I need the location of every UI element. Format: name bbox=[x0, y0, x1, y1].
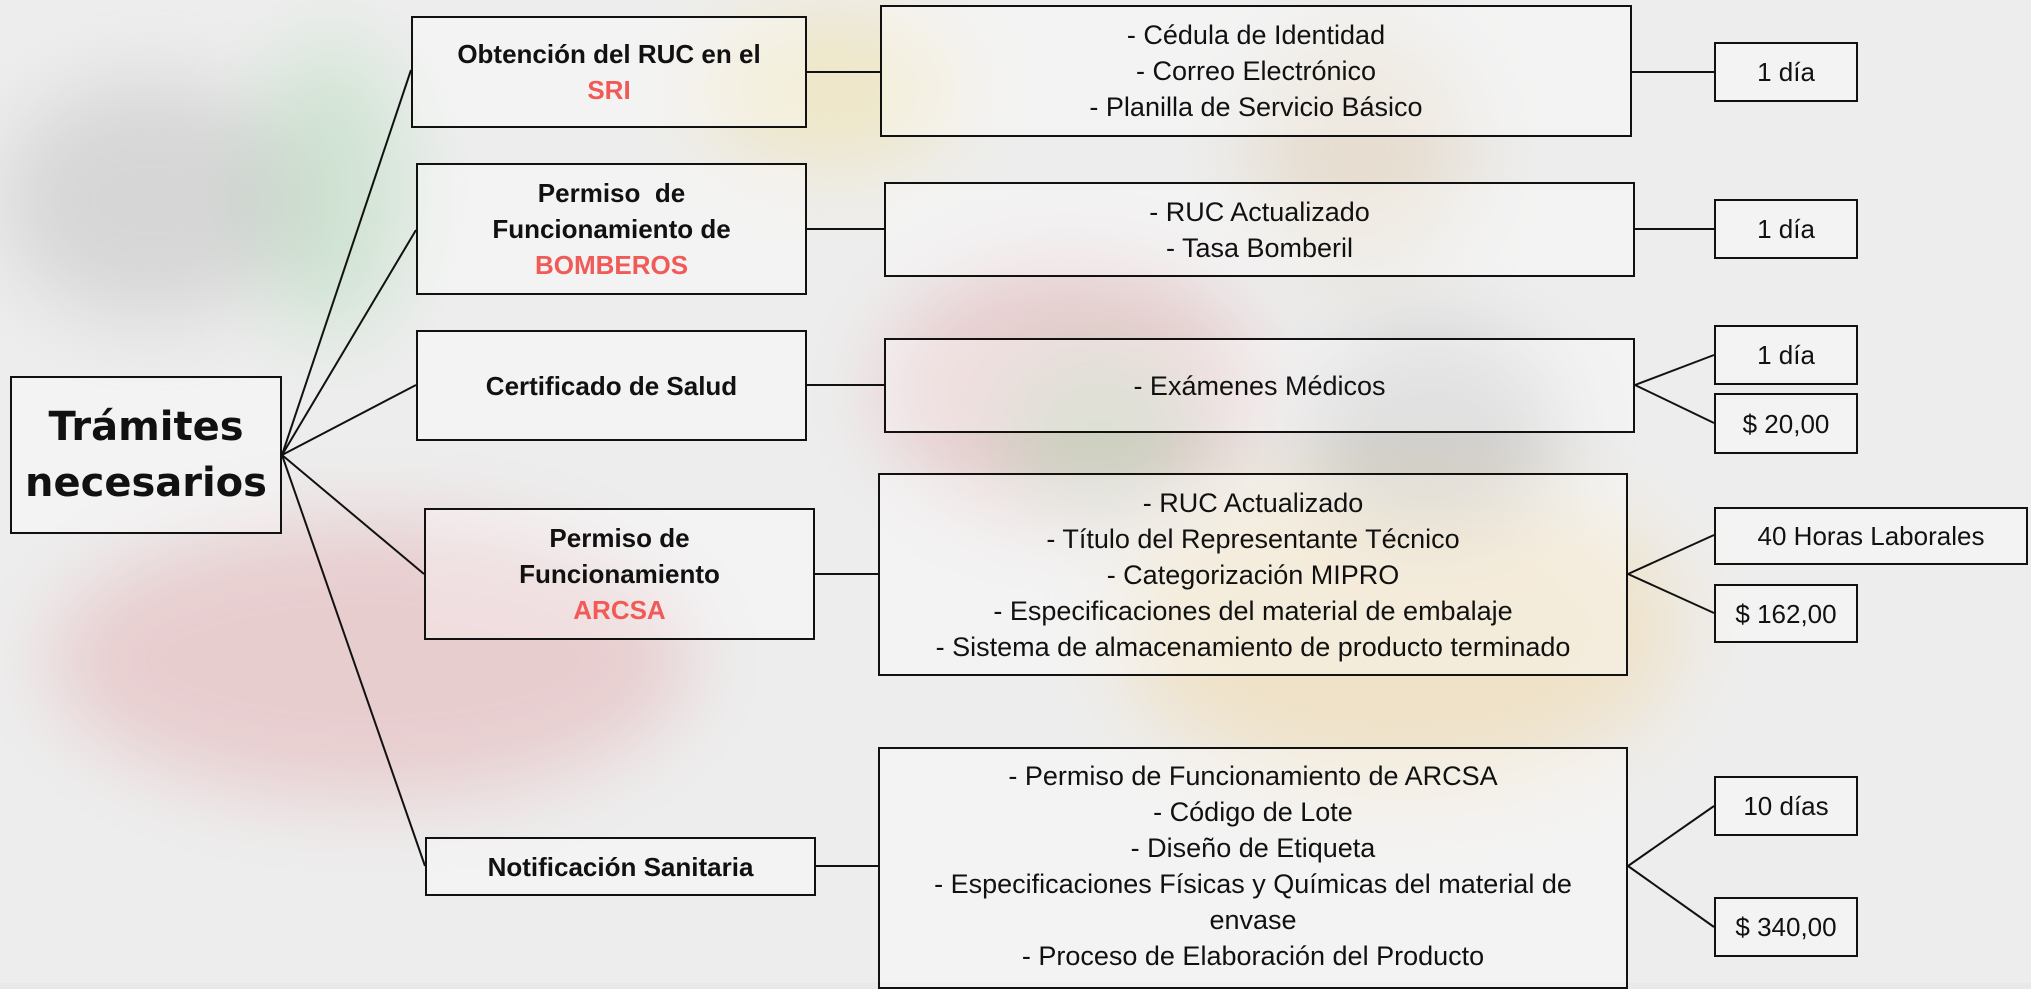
step-title-line2: Funcionamiento bbox=[519, 559, 720, 589]
result-value: 1 día bbox=[1757, 340, 1815, 370]
requirement-item: - Exámenes Médicos bbox=[1133, 370, 1386, 401]
step-agency: SRI bbox=[587, 75, 631, 105]
step-permiso-bomberos: Permiso de Funcionamiento de BOMBEROS bbox=[416, 163, 807, 295]
connector-notificacion-result-2 bbox=[1627, 865, 1715, 928]
step-title-line2: Funcionamiento de bbox=[492, 214, 731, 244]
requirement-item: - Correo Electrónico bbox=[1135, 56, 1377, 86]
result-arcsa-cost: $ 162,00 bbox=[1714, 584, 1858, 643]
step-agency: BOMBEROS bbox=[534, 250, 689, 280]
step-title: Notificación Sanitaria bbox=[487, 851, 754, 882]
requirements-ruc-sri: - Cédula de Identidad - Correo Electróni… bbox=[880, 5, 1632, 137]
requirement-item: - RUC Actualizado bbox=[1142, 487, 1364, 518]
requirement-item: envase bbox=[1209, 905, 1297, 935]
result-value: 40 Horas Laborales bbox=[1757, 521, 1985, 551]
connector-arcsa-result-1 bbox=[1627, 534, 1715, 575]
requirement-item: - Diseño de Etiqueta bbox=[1130, 833, 1376, 863]
requirement-item: - Sistema de almacenamiento de producto … bbox=[935, 631, 1571, 662]
requirements-permiso-bomberos: - RUC Actualizado - Tasa Bomberil bbox=[884, 182, 1635, 277]
requirement-item: - Título del Representante Técnico bbox=[1046, 523, 1460, 554]
connector-arcsa-result-2 bbox=[1627, 573, 1715, 614]
requirement-item: - Proceso de Elaboración del Producto bbox=[1021, 941, 1485, 971]
connector-root-sri bbox=[281, 69, 412, 456]
root-title-line2: necesarios bbox=[25, 460, 267, 506]
step-title: Obtención del RUC en el bbox=[457, 39, 761, 69]
requirement-item: - Especificaciones del material de embal… bbox=[993, 595, 1513, 626]
connector-root-arcsa bbox=[281, 454, 425, 575]
result-salud-time: 1 día bbox=[1714, 325, 1858, 385]
step-title-line1: Permiso de bbox=[549, 523, 690, 553]
requirement-item: - Tasa Bomberil bbox=[1165, 232, 1354, 263]
requirement-item: - Permiso de Funcionamiento de ARCSA bbox=[1008, 761, 1498, 791]
connector-root-notificacion bbox=[281, 454, 426, 867]
connector-salud-result-2 bbox=[1634, 384, 1715, 424]
step-agency: ARCSA bbox=[573, 595, 666, 625]
requirements-permiso-arcsa: - RUC Actualizado - Título del Represent… bbox=[878, 473, 1628, 676]
result-value: 1 día bbox=[1757, 214, 1815, 244]
result-value: 1 día bbox=[1757, 57, 1815, 87]
result-value: 10 días bbox=[1743, 791, 1829, 821]
step-ruc-sri: Obtención del RUC en el SRI bbox=[411, 16, 807, 128]
connector-root-bomberos bbox=[281, 229, 417, 456]
requirement-item: - Categorización MIPRO bbox=[1106, 559, 1400, 590]
root-title-line1: Trámites bbox=[48, 404, 244, 450]
result-bomberos-time: 1 día bbox=[1714, 199, 1858, 259]
connector-notificacion-result-1 bbox=[1627, 805, 1715, 867]
requirement-item: - Cédula de Identidad bbox=[1126, 20, 1386, 50]
requirements-notificacion-sanitaria: - Permiso de Funcionamiento de ARCSA - C… bbox=[878, 747, 1628, 989]
requirement-item: - RUC Actualizado bbox=[1149, 196, 1370, 227]
connector-salud-result-1 bbox=[1634, 354, 1715, 386]
result-arcsa-time: 40 Horas Laborales bbox=[1714, 507, 2028, 565]
result-notificacion-cost: $ 340,00 bbox=[1714, 897, 1858, 957]
result-ruc-sri-time: 1 día bbox=[1714, 42, 1858, 102]
root-node: Trámites necesarios bbox=[10, 376, 282, 534]
step-title: Certificado de Salud bbox=[485, 370, 738, 401]
requirements-certificado-salud: - Exámenes Médicos bbox=[884, 338, 1635, 433]
result-value: $ 20,00 bbox=[1742, 408, 1830, 439]
step-notificacion-sanitaria: Notificación Sanitaria bbox=[425, 837, 816, 896]
result-value: $ 340,00 bbox=[1735, 912, 1837, 942]
requirement-item: - Planilla de Servicio Básico bbox=[1089, 92, 1423, 122]
requirement-item: - Especificaciones Físicas y Químicas de… bbox=[934, 869, 1572, 899]
result-notificacion-time: 10 días bbox=[1714, 776, 1858, 836]
step-title-line1: Permiso de bbox=[537, 178, 686, 208]
connector-root-salud bbox=[281, 384, 417, 456]
result-value: $ 162,00 bbox=[1735, 598, 1837, 629]
step-certificado-salud: Certificado de Salud bbox=[416, 330, 807, 441]
result-salud-cost: $ 20,00 bbox=[1714, 393, 1858, 454]
step-permiso-arcsa: Permiso de Funcionamiento ARCSA bbox=[424, 508, 815, 640]
requirement-item: - Código de Lote bbox=[1153, 797, 1353, 827]
